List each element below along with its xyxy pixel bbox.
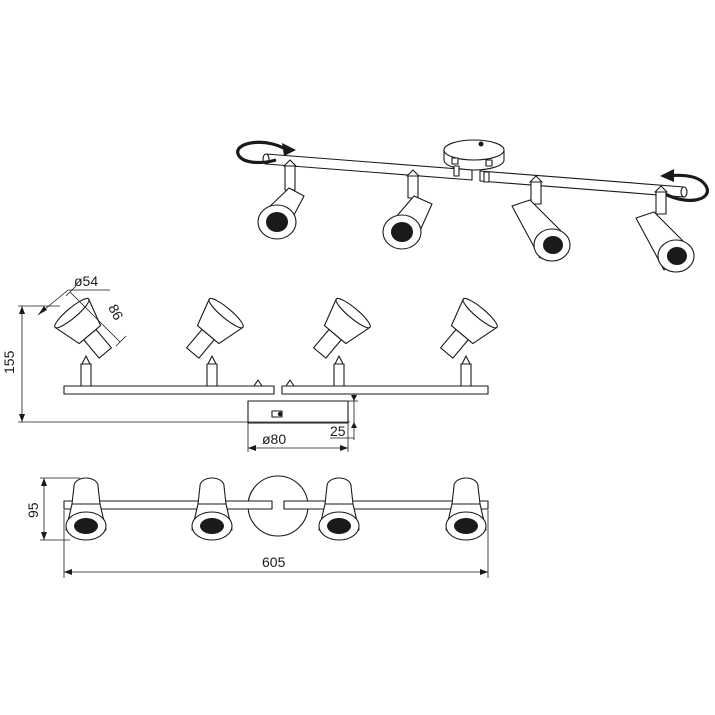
dim-overall-height-label: 155 <box>1 350 17 374</box>
perspective-bar-right <box>479 170 688 198</box>
front-spot-4 <box>440 297 498 387</box>
dim-canopy-depth-label: 25 <box>330 423 346 439</box>
rotation-arrow-right <box>657 169 709 202</box>
perspective-spot-1 <box>257 159 305 240</box>
plan-spot-1 <box>65 477 107 541</box>
dim-head-length: 86 <box>65 285 127 347</box>
front-spot-2 <box>186 297 244 387</box>
plan-spot-3 <box>318 477 360 541</box>
dim-canopy-diameter-label: ø80 <box>262 431 286 447</box>
front-spot-1 <box>54 297 112 387</box>
dim-head-length-label: 86 <box>105 301 127 322</box>
rotation-arrow-left <box>236 140 296 165</box>
dim-overall-length: 605 <box>63 510 489 578</box>
perspective-spot-2 <box>382 169 433 250</box>
dim-canopy-depth: 25 <box>330 394 358 440</box>
perspective-spot-4 <box>635 185 695 273</box>
perspective-spot-3 <box>511 175 571 262</box>
dim-depth-label: 95 <box>25 502 41 518</box>
plan-spot-4 <box>445 477 487 541</box>
dim-depth: 95 <box>25 477 80 541</box>
perspective-canopy <box>443 139 505 171</box>
front-canopy <box>247 400 349 424</box>
dim-canopy-diameter: ø80 <box>247 423 349 452</box>
front-bar <box>63 379 489 395</box>
dim-overall-height: 155 <box>1 305 350 423</box>
perspective-view <box>236 139 709 273</box>
dim-overall-length-label: 605 <box>262 554 286 570</box>
front-spot-3 <box>313 297 371 387</box>
front-view: ø54 86 155 ø80 <box>1 273 498 452</box>
plan-spot-2 <box>191 477 233 541</box>
dim-head-diameter: ø54 <box>37 273 110 316</box>
plan-view: 95 605 <box>25 475 489 578</box>
plan-bar <box>63 500 489 510</box>
dim-head-diameter-label: ø54 <box>74 273 98 289</box>
